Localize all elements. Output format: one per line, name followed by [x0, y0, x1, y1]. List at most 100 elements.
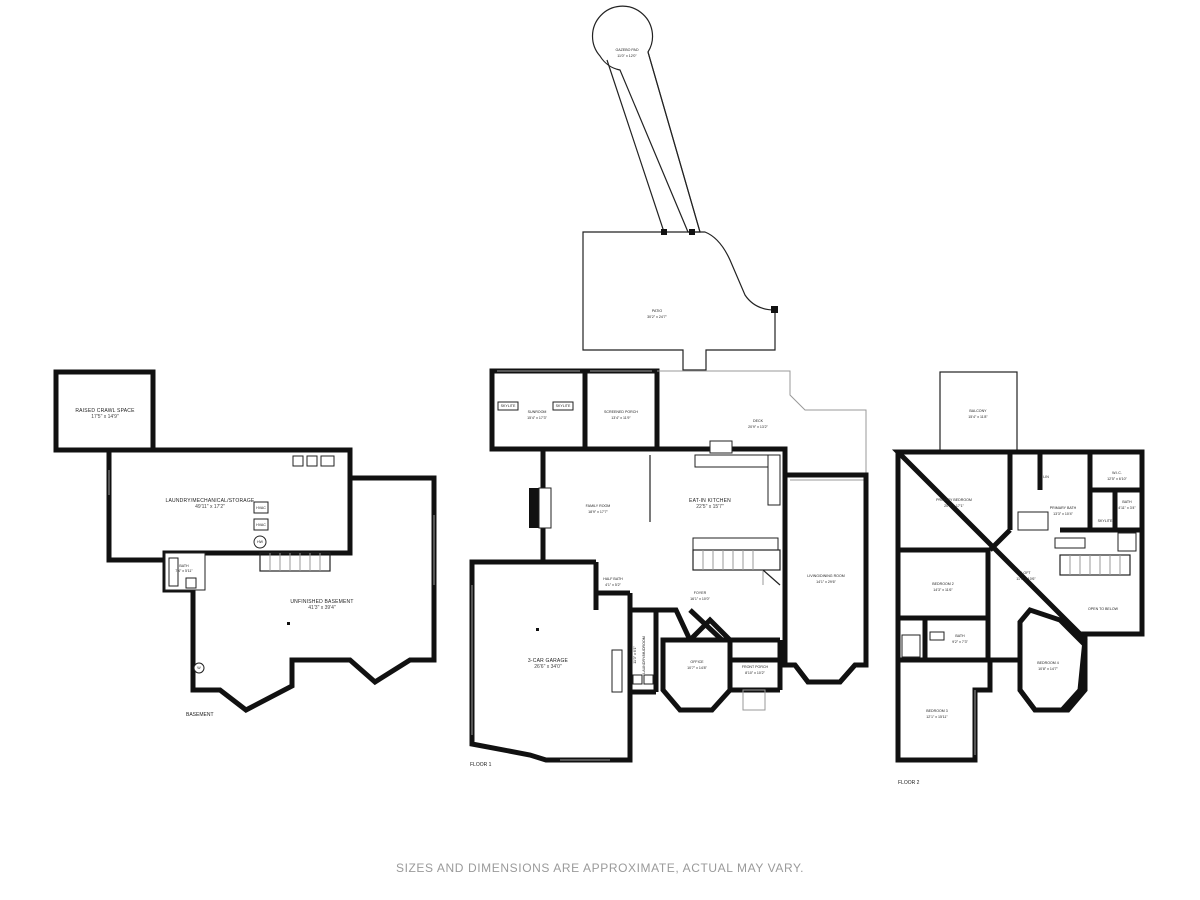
balcony-dims: 15'4" x 11'8": [968, 415, 988, 419]
screened-porch-dims: 13'4" x 11'9": [611, 416, 631, 420]
water-heater: [253, 535, 267, 549]
upper-bath-dims: 4'11" x 3'4": [1118, 506, 1136, 510]
gazebo-dims: 11'0" x 12'0": [617, 54, 637, 58]
bath2-label: BATH: [955, 634, 965, 638]
bedroom4-dims: 10'8" x 14'7": [1038, 667, 1058, 671]
dryer: [306, 455, 318, 467]
main-stairs: [692, 549, 781, 586]
patio-post-2: [689, 229, 695, 235]
bedroom2-label: BEDROOM 2: [932, 582, 954, 586]
living-dining-dims: 14'1" x 29'6": [816, 580, 836, 584]
floor1-plan: GAZEBO PAD 11'0" x 12'0" PATIO 30'2" x 2…: [469, 5, 869, 768]
fireplace: [529, 488, 539, 528]
patio-outline: [582, 231, 776, 371]
front-porch-dims: 8'10" x 10'2": [745, 671, 765, 675]
skylite-label: SKYLITE: [1098, 519, 1113, 523]
deck-label: DECK: [753, 419, 764, 423]
garage-post: [536, 628, 539, 631]
tub: [168, 557, 179, 587]
floor2-interior-walls: [898, 452, 1142, 663]
well-tank: [193, 662, 205, 674]
primary-bedroom-label: PRIMARY BEDROOM: [936, 498, 972, 502]
unfinished-basement-dims: 41'3" x 39'4": [308, 605, 336, 611]
gazebo-pad-outline: [591, 5, 701, 233]
office-label: OFFICE: [690, 660, 704, 664]
laundry-mudroom-dims: 11'3" x 6'1": [633, 646, 637, 664]
office-bay-walls: [660, 616, 733, 713]
living-bay-walls: [793, 663, 857, 685]
bath2-tub: [901, 634, 921, 658]
hvac-unit-2: [253, 518, 269, 531]
bath2-vanity: [929, 631, 945, 641]
garage-label: 3-CAR GARAGE: [528, 658, 569, 664]
sunroom-dims: 15'4" x 17'3": [527, 416, 547, 420]
basement-stairs: [259, 552, 331, 572]
front-porch-label: FRONT PORCH: [742, 665, 769, 669]
patio-post-3: [771, 306, 778, 313]
hvac-1-label: HVAC: [256, 506, 266, 510]
primary-shower: [1117, 532, 1137, 552]
skylite-1-label: SKYLITE: [501, 404, 516, 408]
linen-label: LIN: [1043, 475, 1049, 479]
primary-bath-label: PRIMARY BATH: [1050, 506, 1077, 510]
wic-dims: 12'5" x 6'10": [1107, 477, 1127, 481]
basement-bath-label: BATH: [179, 564, 189, 568]
gazebo-label: GAZEBO PAD: [615, 48, 639, 52]
kitchen-counters: [692, 440, 781, 551]
sunroom-label: SUNROOM: [528, 410, 547, 414]
living-dining-label: LIVING/DINING ROOM: [807, 574, 845, 578]
garage-dims: 26'6" x 34'0": [534, 664, 562, 670]
unfinished-basement-label: UNFINISHED BASEMENT: [290, 599, 353, 605]
hearth: [538, 487, 552, 529]
front-porch-steps: [742, 689, 766, 711]
hvac-2-label: HVAC: [256, 523, 266, 527]
primary-vanity: [1054, 537, 1086, 549]
disclaimer-text: SIZES AND DIMENSIONS ARE APPROXIMATE, AC…: [395, 861, 805, 875]
bedroom4-label: BEDROOM 4: [1037, 661, 1059, 665]
utility-sink: [320, 455, 335, 467]
crawl-space-label: RAISED CRAWL SPACE: [75, 408, 135, 414]
bedroom2-dims: 14'3" x 11'6": [933, 588, 953, 592]
bedroom3-dims: 12'1" x 15'11": [926, 715, 948, 719]
wic-label: W.I.C.: [1112, 471, 1122, 475]
crawl-space-walls: [53, 369, 156, 453]
basement-bath-dims: 7'4" x 5'11": [175, 569, 193, 573]
half-bath-label: HALF BATH: [603, 577, 623, 581]
w-label: W: [197, 666, 201, 670]
dryer-1: [643, 674, 654, 685]
foyer-label: FOYER: [694, 591, 707, 595]
hvac-unit-1: [253, 501, 269, 514]
bedroom3-label: BEDROOM 3: [926, 709, 948, 713]
bath2-dims: 9'2" x 7'3": [952, 640, 968, 644]
primary-bedroom-dims: 20'0" x 17'1": [944, 504, 964, 508]
loft-dims: 11'7" x 10'6": [1016, 577, 1036, 581]
family-room-label: FAMILY ROOM: [586, 504, 611, 508]
primary-bath-dims: 13'3" x 10'4": [1053, 512, 1073, 516]
basement-floor-label: BASEMENT: [186, 712, 214, 718]
floor1-label: FLOOR 1: [470, 762, 492, 768]
family-room-dims: 18'9" x 17'7": [588, 510, 608, 514]
garage-shelf: [611, 649, 623, 693]
laundry-mech-dims: 49'11" x 17'2": [195, 504, 225, 510]
walkway: [606, 51, 701, 233]
floor2-label: FLOOR 2: [898, 780, 920, 786]
skylite-2-label: SKYLITE: [556, 404, 571, 408]
support-post: [287, 622, 290, 625]
patio-dims: 30'2" x 24'7": [647, 315, 667, 319]
toilet: [185, 577, 197, 589]
primary-tub: [1017, 511, 1049, 531]
patio-label: PATIO: [652, 309, 662, 313]
office-dims: 10'7" x 14'8": [687, 666, 707, 670]
laundry-mech-label: LAUNDRY/MECHANICAL/STORAGE: [166, 498, 255, 504]
crawl-space-dims: 17'5" x 14'9": [91, 414, 119, 420]
floor2-plan: BALCONY 15'4" x 11'8" PRIMARY BEDROOM 20…: [891, 371, 1145, 786]
kitchen-label: EAT-IN KITCHEN: [689, 498, 731, 504]
screened-porch-label: SCREENED PORCH: [604, 410, 638, 414]
basement-lower-walls: [162, 475, 437, 713]
washer: [292, 455, 304, 467]
half-bath-dims: 4'1" x 5'2": [605, 583, 621, 587]
upper-bath-label: BATH: [1122, 500, 1132, 504]
washer-1: [632, 674, 643, 685]
kitchen-dims: 22'5" x 15'7": [696, 504, 724, 510]
